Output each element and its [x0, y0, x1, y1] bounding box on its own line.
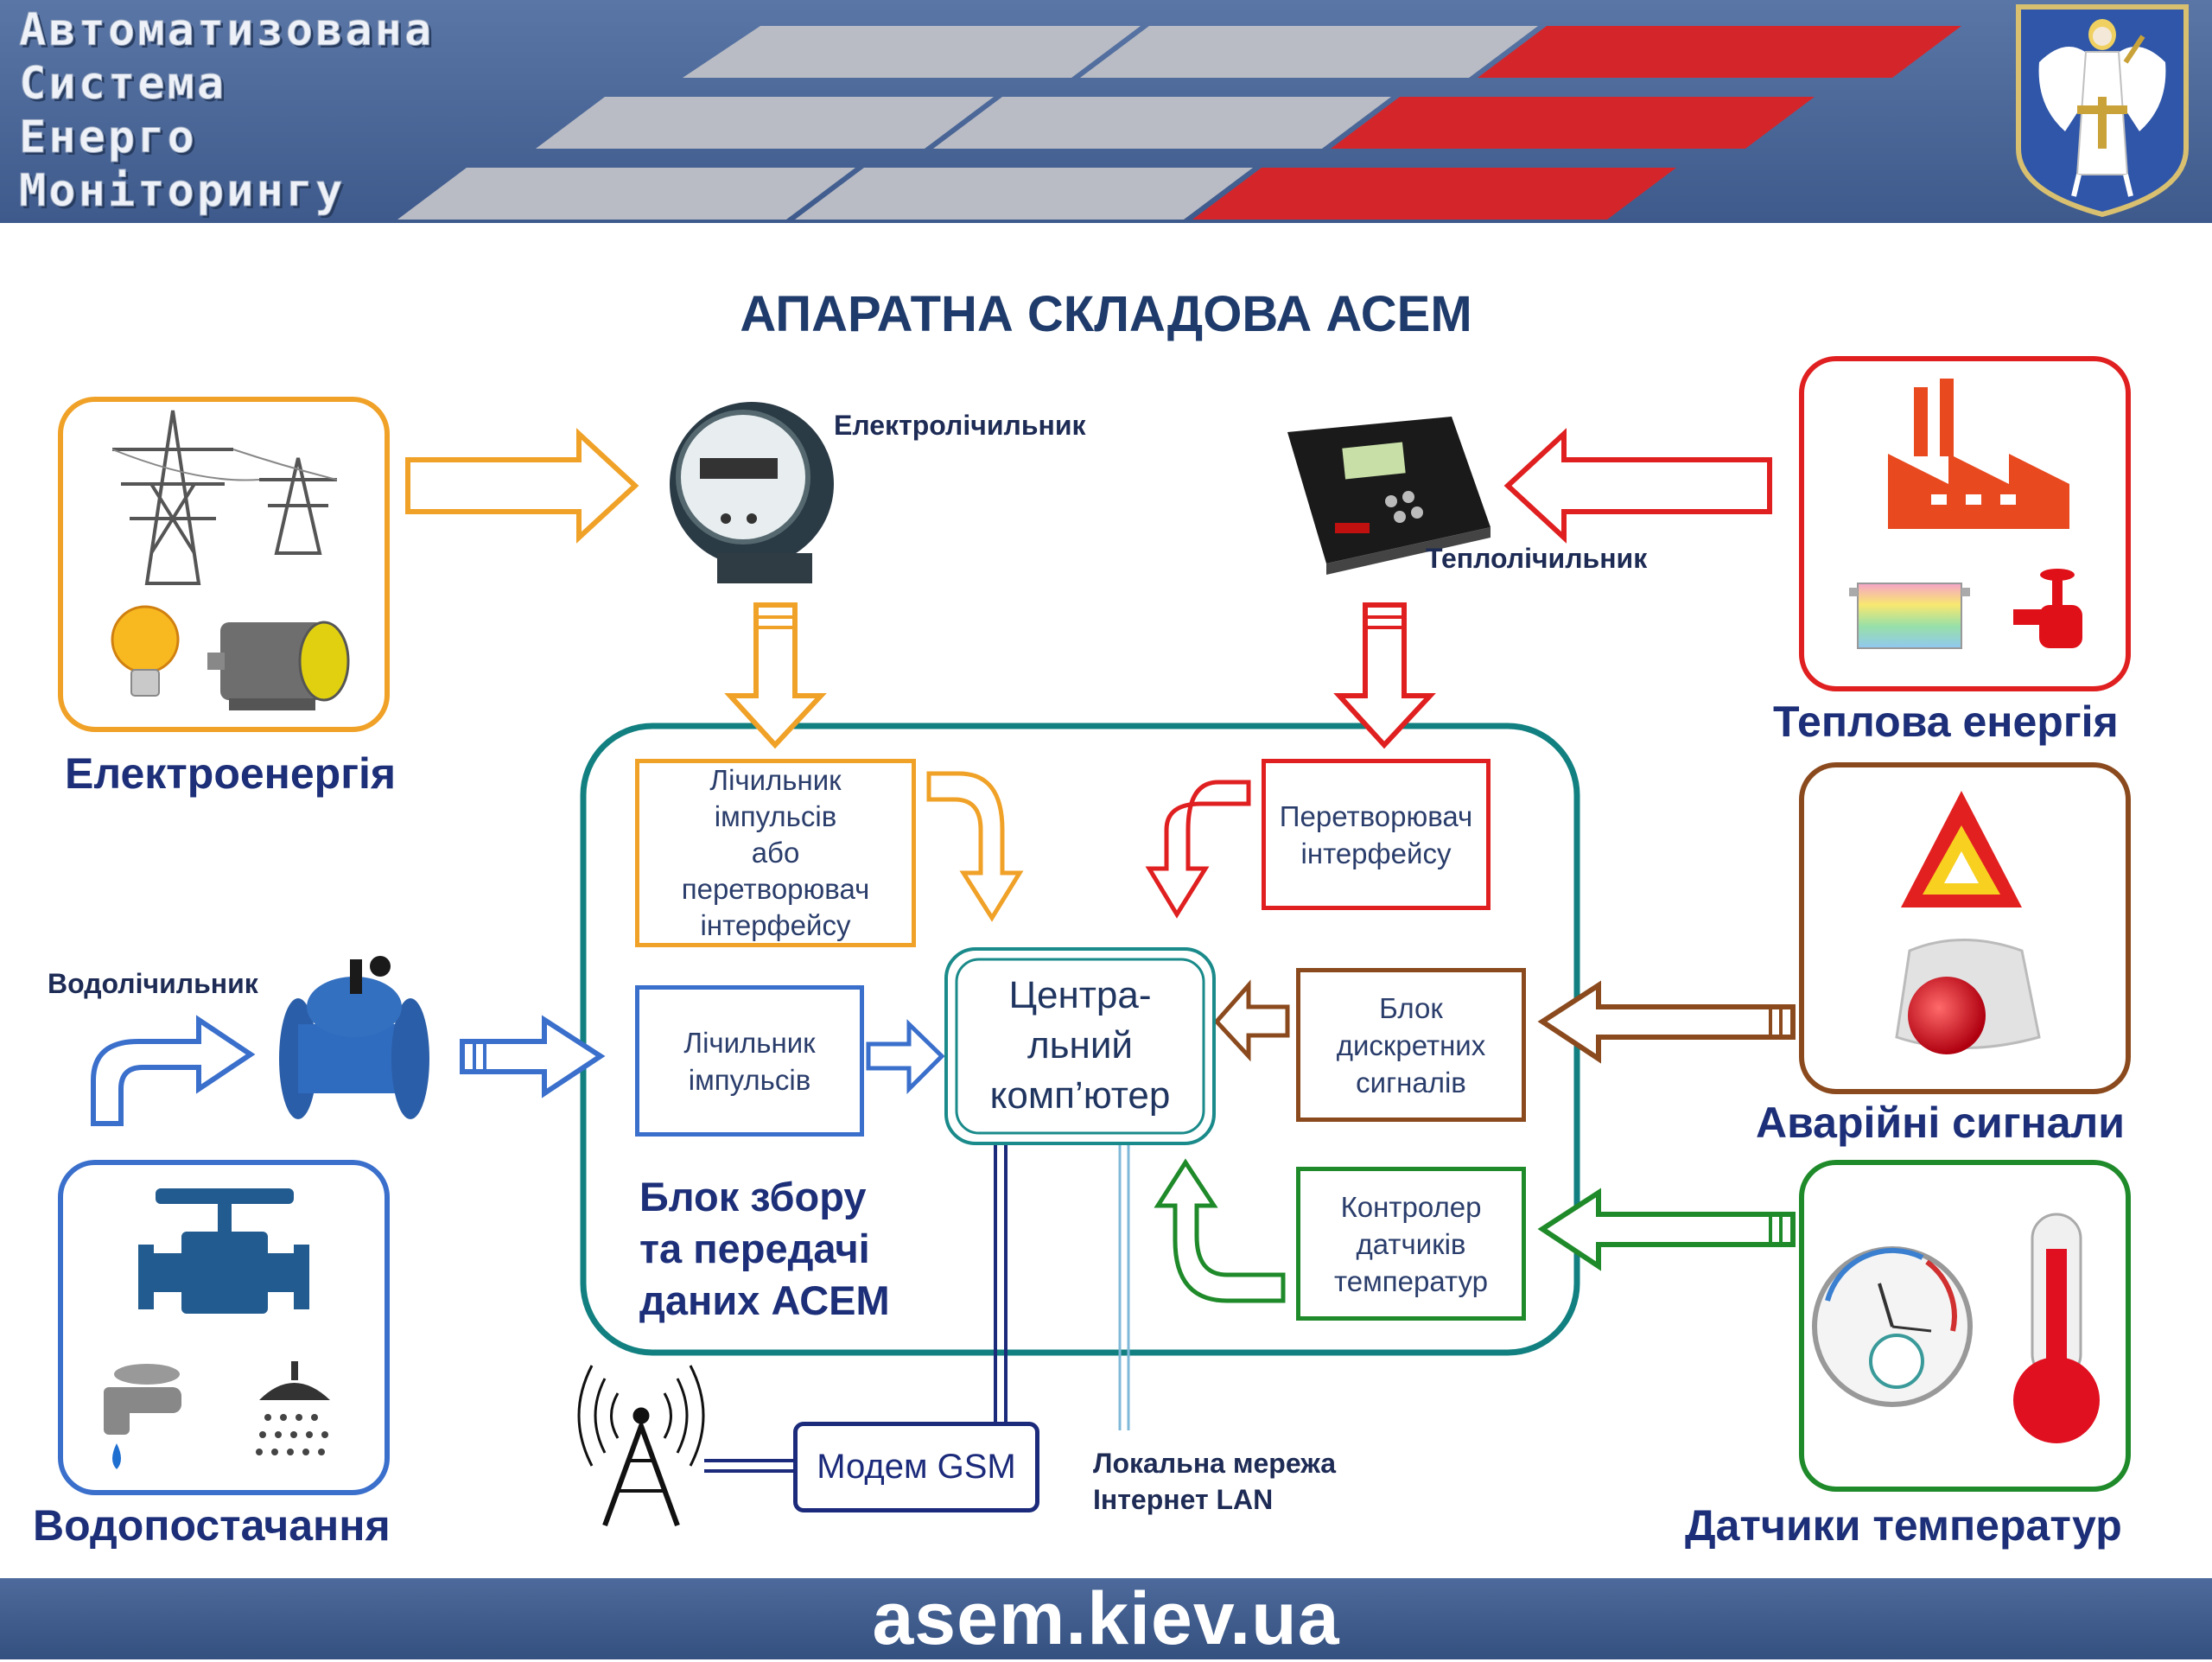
- block-line: температур: [1334, 1264, 1488, 1297]
- arrow-alarms-to-discrete-block: [1537, 980, 1796, 1064]
- arrow-temperature-to-controller: [1537, 1188, 1796, 1271]
- block-line: Контролер: [1340, 1190, 1482, 1223]
- block-line: Центра-: [1008, 974, 1152, 1016]
- arrow-interface-to-computer: [1145, 780, 1251, 919]
- block-line: імпульсів: [688, 1063, 811, 1096]
- footer-url: asem.kiev.ua: [872, 1576, 1340, 1660]
- header-banner: Автоматизована Система Енерго Моніторинг…: [0, 0, 2212, 223]
- electricity-label: Електроенергія: [65, 749, 397, 798]
- collection-unit-line: та передачі: [639, 1226, 870, 1271]
- block-line: сигналів: [1356, 1066, 1466, 1098]
- kyiv-coat-of-arms-icon: [2016, 4, 2189, 218]
- heat-meter-icon: [1287, 417, 1491, 575]
- alarms-label: Аварійні сигнали: [1756, 1098, 2126, 1147]
- block-line: інтерфейсу: [1300, 837, 1452, 869]
- water-meter-label: Водолічильник: [48, 968, 258, 999]
- network-line: Інтернет LAN: [1093, 1484, 1274, 1515]
- collection-unit-line: даних АСЕМ: [639, 1277, 890, 1323]
- antenna-tower-icon: [577, 1365, 705, 1527]
- network-label: Локальна мережа Інтернет LAN: [1093, 1445, 1336, 1518]
- block-line: датчиків: [1356, 1227, 1466, 1260]
- central-computer-block: Центра- льний комп’ютер: [959, 961, 1201, 1130]
- central-computer-frame: [944, 947, 1216, 1145]
- alarm-siren-icon: [1895, 939, 2041, 1054]
- arrow-electricity-to-meter: [405, 428, 639, 544]
- arrow-heat-to-meter: [1503, 428, 1772, 544]
- header-stripes: [397, 26, 1961, 220]
- electric-meter-icon: [670, 402, 834, 583]
- block-line: льний: [1027, 1024, 1134, 1067]
- block-line: Лічильник: [709, 764, 842, 796]
- footer-bar: asem.kiev.ua: [0, 1576, 2212, 1660]
- lan-link: [1118, 1143, 1130, 1430]
- block-line: інтерфейсу: [700, 909, 851, 941]
- arrow-water-to-meter: [91, 1015, 256, 1126]
- heat-label: Теплова енергія: [1773, 697, 2119, 746]
- discrete-signals-block: Блок дискретних сигналів: [1296, 968, 1526, 1122]
- block-line: перетворювач: [681, 873, 870, 905]
- power-tower-icon: [111, 410, 338, 585]
- pipe-valve-icon: [138, 1188, 309, 1314]
- header-title-line: Моніторингу: [19, 165, 346, 218]
- block-line: дискретних: [1336, 1028, 1486, 1061]
- block-line: Лічильник: [683, 1026, 816, 1059]
- block-line: або: [751, 837, 800, 869]
- block-line: комп’ютер: [989, 1074, 1171, 1117]
- arrow-controller-to-computer: [1154, 1158, 1286, 1303]
- modem-link: [994, 1143, 1007, 1424]
- temperature-label: Датчики температур: [1685, 1501, 2122, 1550]
- arrow-heatmeter-to-converter: [1333, 602, 1436, 749]
- block-line: Блок: [1379, 991, 1443, 1024]
- antenna-link: [704, 1459, 793, 1473]
- temperature-controller-block: Контролер датчиків температур: [1296, 1167, 1526, 1321]
- warning-triangle-icon: [1901, 791, 2022, 907]
- header-title-line: Автоматизована: [19, 4, 435, 57]
- water-meter-icon: [279, 956, 429, 1119]
- water-label: Водопостачання: [33, 1501, 391, 1550]
- pulse-counter-or-converter-block: Лічильник імпульсів або перетворювач інт…: [635, 759, 916, 947]
- block-line: Перетворювач: [1279, 799, 1473, 832]
- header-title-line: Енерго: [19, 111, 197, 164]
- collection-unit-label: Блок збору та передачі даних АСЕМ: [639, 1171, 890, 1327]
- thermometer-icon: [2013, 1213, 2100, 1443]
- shower-icon: [256, 1361, 330, 1455]
- alarms-frame: [1799, 762, 2131, 1094]
- gsm-modem-block: Модем GSM: [793, 1422, 1039, 1512]
- hot-water-tap-icon: [2013, 569, 2082, 648]
- electric-meter-label: Електролічильник: [834, 410, 1086, 441]
- arrow-converter-to-computer: [926, 771, 1024, 922]
- page-title: АПАРАТНА СКЛАДОВА АСЕМ: [740, 286, 1472, 342]
- block-line: імпульсів: [714, 800, 837, 832]
- pulse-counter-block: Лічильник імпульсів: [635, 985, 864, 1137]
- interface-converter-block: Перетворювач інтерфейсу: [1262, 759, 1491, 910]
- network-line: Локальна мережа: [1093, 1448, 1337, 1479]
- arrow-discrete-to-computer: [1213, 979, 1290, 1062]
- heat-meter-label: Теплолічильник: [1426, 543, 1648, 574]
- factory-icon: [1888, 379, 2069, 529]
- arrow-pulse-to-computer: [866, 1019, 945, 1095]
- light-bulb-icon: [111, 605, 180, 697]
- arrow-watermeter-to-pulse-counter: [460, 1015, 606, 1098]
- electric-motor-icon: [207, 621, 350, 710]
- water-faucet-icon: [104, 1364, 181, 1469]
- radiator-icon: [1849, 583, 1970, 649]
- thermo-hygrometer-icon: [1812, 1246, 1973, 1407]
- collection-unit-line: Блок збору: [639, 1174, 867, 1219]
- header-title-line: Система: [19, 58, 227, 111]
- header-title: Автоматизована Система Енерго Моніторинг…: [19, 3, 555, 218]
- arrow-meter-to-pulse-counter: [724, 602, 827, 749]
